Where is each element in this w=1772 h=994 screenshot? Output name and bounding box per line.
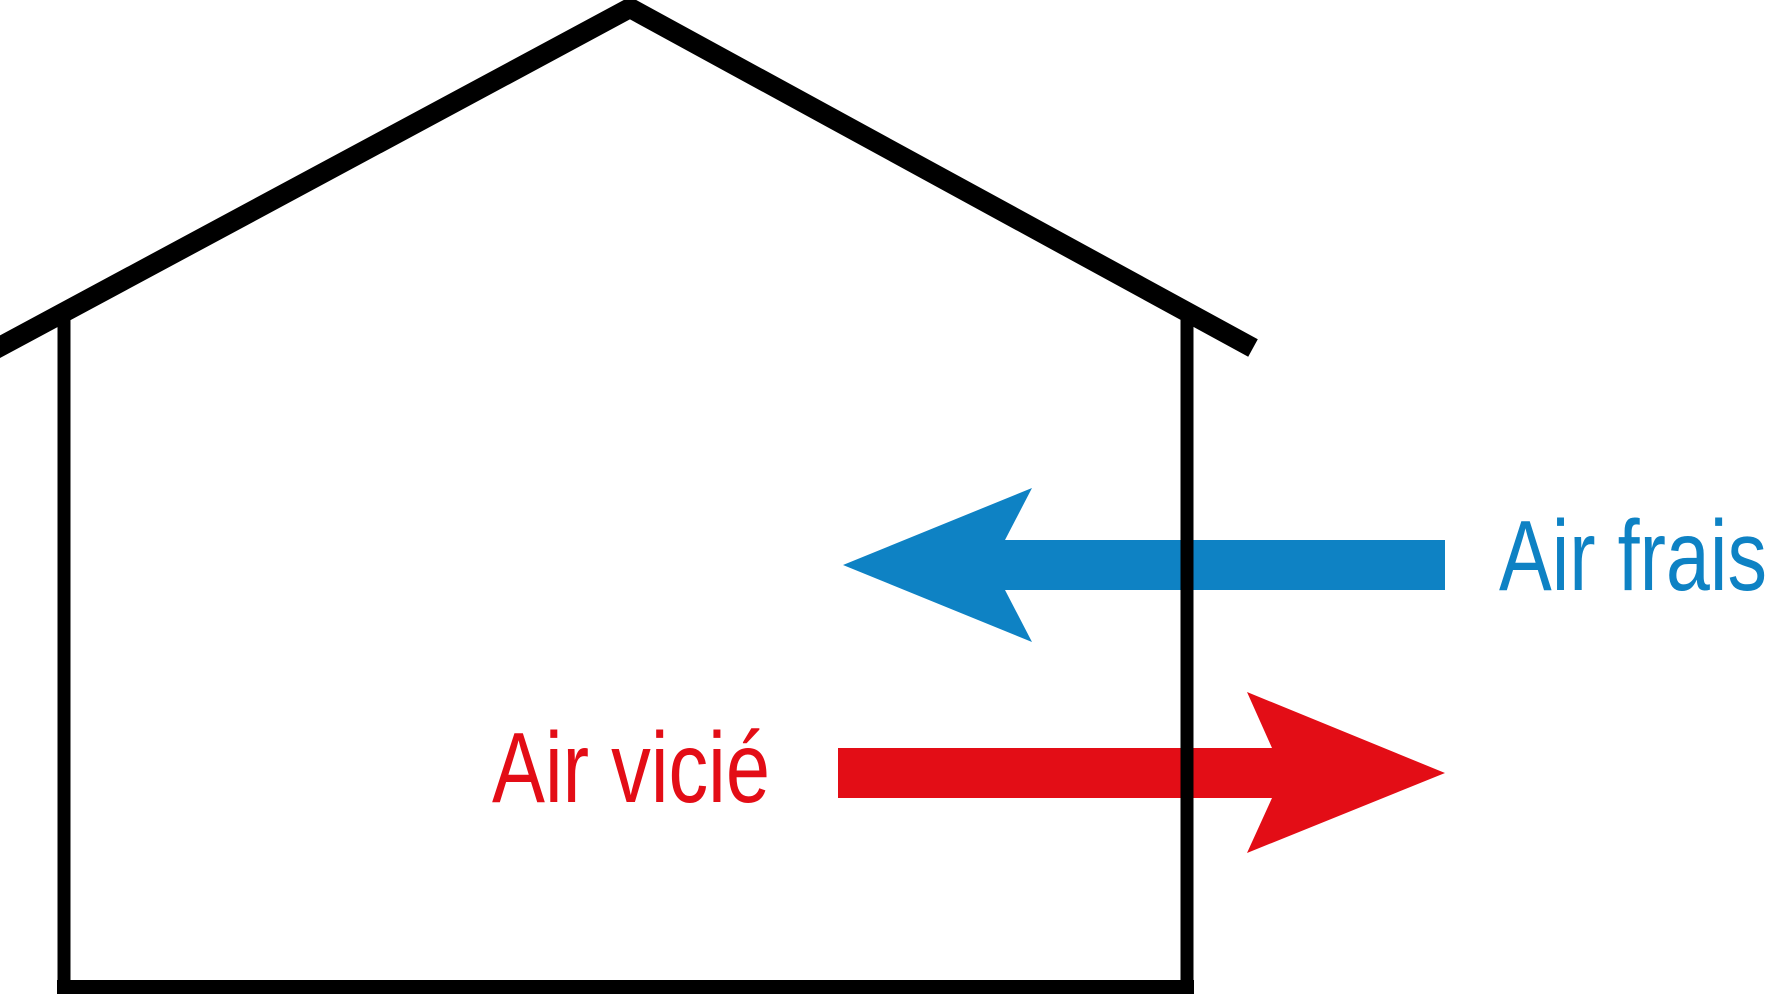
stale-air-label: Air vicié — [492, 712, 770, 824]
roof-line — [0, 0, 1258, 359]
fresh-air-label: Air frais — [1499, 500, 1767, 612]
fresh-air-arrow — [843, 488, 1445, 642]
stale-air-arrow — [838, 692, 1445, 853]
house-outline — [0, 0, 1258, 994]
